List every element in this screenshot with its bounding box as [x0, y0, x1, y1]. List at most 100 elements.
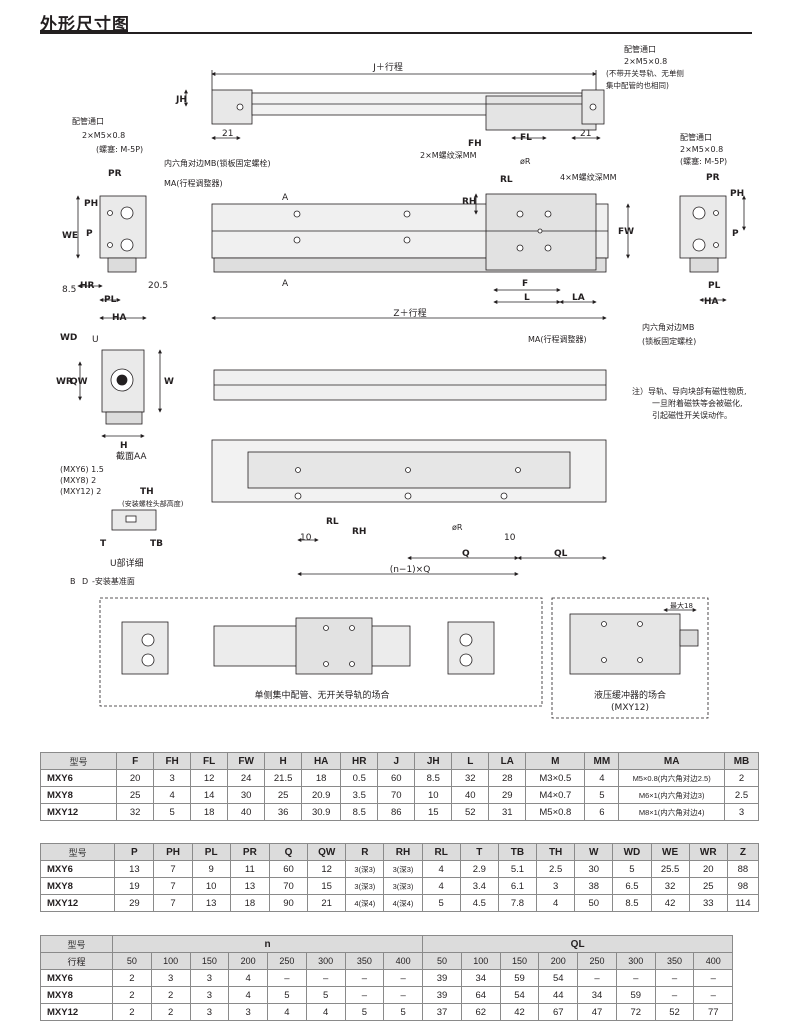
left-end-view [99, 195, 147, 273]
table-cell: 15 [307, 877, 347, 895]
table-cell: 13 [114, 860, 155, 878]
table-cell: 2.5 [536, 860, 576, 878]
table-row: MXY6 20 3 12 24 21.5 18 0.5 60 8.5 32 28… [39, 769, 759, 787]
label-a2: A [282, 279, 289, 289]
right-end-view [679, 195, 727, 273]
table-cell: 2.5 [724, 786, 759, 804]
table-cell: 4 [421, 860, 461, 878]
table-cell: 11 [229, 860, 270, 878]
label-u-mxy12: (MXY12) 2 [60, 487, 101, 496]
title-rule [40, 32, 752, 34]
dimension-drawing: J＋行程 JH 21 21 FH FL 配管通口 2×M5×0.8 (不带开关导… [56, 44, 747, 719]
label-shock-1: 液压缓冲器的场合 [594, 689, 666, 701]
shock-absorber-view [569, 613, 699, 675]
table-cell: 3(深3) [345, 860, 385, 878]
table-cell: 5 [344, 1003, 385, 1021]
table-cell: 88 [726, 860, 760, 878]
table-header-cell: Z [726, 843, 760, 861]
table-cell: 37 [422, 1003, 462, 1021]
label-datum-text: -安装基准面 [92, 576, 135, 586]
table-cell: M5×0.8(内六角对边2.5) [618, 769, 726, 787]
table-cell: 250 [267, 952, 307, 970]
table-cell: 30 [574, 860, 614, 878]
table-cell: 4 [153, 786, 192, 804]
table-cell: 150 [499, 952, 540, 970]
table-cell: 20.9 [301, 786, 342, 804]
table-cell: 3 [189, 969, 230, 987]
table-cell: 7 [153, 860, 193, 878]
label-jh: JH [175, 95, 187, 105]
table-cell: M4×0.7 [525, 786, 586, 804]
label-pr-left: PR [108, 169, 122, 179]
table-cell: 3.5 [340, 786, 379, 804]
table-cell: 2 [112, 969, 152, 987]
label-l: L [524, 293, 530, 303]
table-cell: 40 [227, 803, 266, 821]
table-cell: 40 [451, 786, 490, 804]
table-cell: 60 [377, 769, 416, 787]
table-header-cell: FH [153, 752, 192, 770]
table-cell: 8.5 [414, 769, 453, 787]
label-pl-left: PL [104, 295, 117, 305]
table-cell: 12 [307, 860, 347, 878]
table-cell: – [654, 986, 695, 1004]
table-header-cell: WR [688, 843, 728, 861]
table-header-n: n [111, 935, 424, 953]
table-cell: M6×1(内六角对边3) [618, 786, 726, 804]
table-cell: 4(深4) [345, 894, 385, 912]
table-cell: 5 [305, 986, 346, 1004]
table-header-cell: WE [650, 843, 690, 861]
table-cell: 18 [229, 894, 270, 912]
table-cell: 3.4 [459, 877, 499, 895]
table-cell: 6 [584, 803, 620, 821]
label-max18: 最大18 [670, 601, 693, 610]
title-underline [40, 30, 128, 33]
table-cell: 39 [422, 969, 462, 987]
table-cell: 13 [191, 894, 231, 912]
label-u-mxy8: (MXY8) 2 [60, 476, 96, 485]
table-header-ql: QL [422, 935, 734, 953]
label-datum-d: D [82, 577, 88, 586]
table-cell: 2 [112, 986, 152, 1004]
table-cell: 5 [612, 860, 652, 878]
hex-mb-left: 内六角对边MB(锁板固定螺栓) [164, 158, 271, 168]
table-header-cell: LA [488, 752, 527, 770]
table-cell: 3 [724, 803, 759, 821]
label-ha-left: HA [112, 313, 127, 323]
table-cell: 32 [116, 803, 155, 821]
table-cell: 38 [574, 877, 614, 895]
label-single-port: 单侧集中配管、无开关导轨的场合 [254, 689, 389, 701]
label-ha-right: HA [704, 297, 719, 307]
label-ma-bottom: MA(行程调整器) [528, 334, 587, 344]
table-cell: 20 [688, 860, 728, 878]
table-cell: MXY8 [39, 786, 118, 804]
table-cell: 44 [538, 986, 579, 1004]
port-left-2: 2×M5×0.8 [82, 131, 125, 140]
table-cell: 33 [688, 894, 728, 912]
table-header-cell: RL [421, 843, 461, 861]
table-cell: 2 [112, 1003, 152, 1021]
port-top-4: 集中配管的也相同) [606, 80, 669, 90]
table-row: MXY8 2 2 3 4 5 5 – – 39 64 54 44 34 59 –… [40, 986, 734, 1004]
label-z-stroke: Z＋行程 [393, 307, 426, 319]
label-ten-b: 10 [504, 533, 516, 543]
table-cell: 34 [577, 986, 617, 1004]
table-cell: 98 [726, 877, 760, 895]
label-q: Q [462, 549, 470, 559]
table-cell: – [577, 969, 617, 987]
table-cell: 59 [499, 969, 540, 987]
port-right-1: 配管通口 [680, 132, 712, 142]
table-cell: 70 [377, 786, 416, 804]
table-cell: 18 [301, 769, 342, 787]
table-cell: 10 [191, 877, 231, 895]
table-header-row: 型号 n QL [40, 935, 734, 953]
table-cell: 2 [724, 769, 759, 787]
table-header-cell: MA [618, 752, 726, 770]
label-datum-b: B [70, 577, 76, 586]
label-f: F [522, 279, 528, 289]
label-u-detail: U部详细 [110, 557, 144, 569]
label-th-note: (安装螺栓头部高度) [122, 499, 184, 508]
table-header-cell: FL [190, 752, 229, 770]
table-cell: – [654, 969, 695, 987]
table-cell: MXY6 [40, 969, 113, 987]
